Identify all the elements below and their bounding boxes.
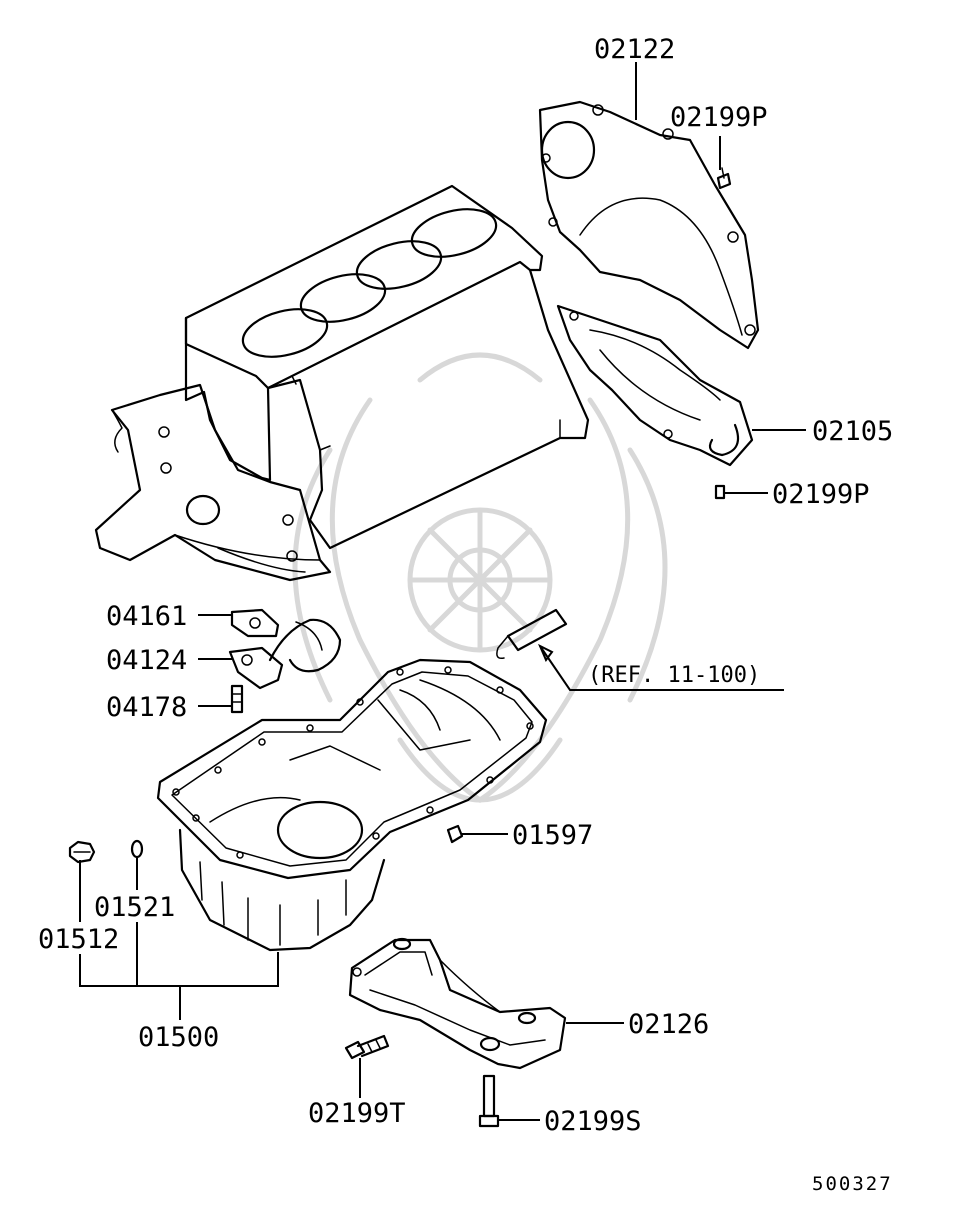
bolt-02199p-lower xyxy=(714,484,726,500)
bolt-02199s xyxy=(478,1074,500,1128)
label-02199p-lower: 02199P xyxy=(772,479,870,510)
part-labels: 02122 02199P 02105 02199P 04161 04124 04… xyxy=(38,34,893,1195)
rear-plate xyxy=(538,100,760,350)
label-02199s: 02199S xyxy=(544,1106,642,1137)
label-01597: 01597 xyxy=(512,820,593,851)
label-04178: 04178 xyxy=(106,692,187,723)
engine-block xyxy=(94,184,590,582)
oil-pan xyxy=(156,658,548,952)
sealant-tube xyxy=(496,608,568,660)
bell-housing-cover xyxy=(556,304,754,467)
drain-plug xyxy=(68,840,96,864)
stiffener-bracket xyxy=(348,937,567,1070)
label-02105: 02105 xyxy=(812,416,893,447)
reference-note: (REF. 11-100) xyxy=(588,663,760,688)
bolt-02199t xyxy=(344,1034,390,1060)
label-04124: 04124 xyxy=(106,645,187,676)
label-02199p-upper: 02199P xyxy=(670,102,768,133)
drain-plug-gasket xyxy=(130,839,144,859)
oil-strainer xyxy=(228,618,342,690)
diagram-code: 500327 xyxy=(812,1173,893,1195)
label-02199t: 02199T xyxy=(308,1098,406,1129)
label-02126: 02126 xyxy=(628,1009,709,1040)
label-01512: 01512 xyxy=(38,924,119,955)
label-01521: 01521 xyxy=(94,892,175,923)
label-02122: 02122 xyxy=(594,34,675,65)
watermark-emblem xyxy=(292,352,668,804)
label-01500: 01500 xyxy=(138,1022,219,1053)
bolt-02199p-upper xyxy=(716,167,732,190)
pan-bolt xyxy=(446,824,464,844)
strainer-bolt xyxy=(230,684,244,714)
label-04161: 04161 xyxy=(106,601,187,632)
leader-lines xyxy=(79,62,806,1121)
oil-strainer-gasket xyxy=(230,608,280,638)
